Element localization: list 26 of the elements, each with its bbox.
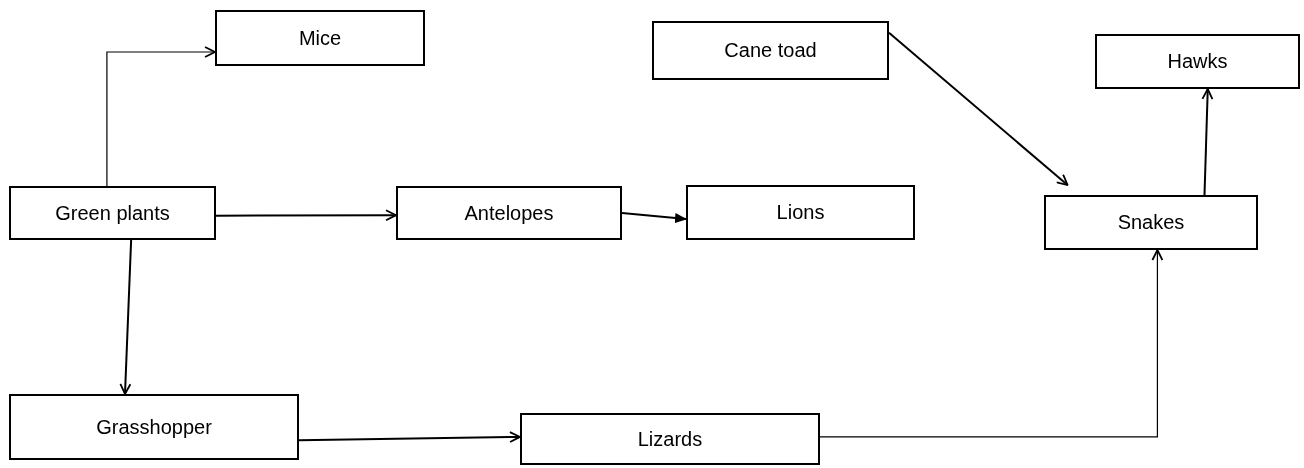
arrow bbox=[888, 31, 1069, 186]
process-box bbox=[686, 185, 915, 240]
node-label: Snakes bbox=[1117, 211, 1185, 234]
node-label: Hawks bbox=[1167, 50, 1228, 73]
arrow bbox=[215, 209, 397, 222]
node-label: Cane toad bbox=[724, 39, 817, 62]
node-label: Green plants bbox=[55, 201, 170, 225]
arrow bbox=[819, 249, 1164, 438]
node-label: Mice bbox=[298, 26, 342, 50]
node-label: Lizards bbox=[637, 427, 703, 451]
arrow bbox=[119, 239, 133, 395]
process-box bbox=[520, 413, 820, 465]
process-box bbox=[1095, 34, 1300, 89]
process-box bbox=[9, 186, 216, 240]
node-label: Antelopes bbox=[464, 201, 554, 225]
process-box bbox=[396, 186, 622, 240]
node-label: Grasshopper bbox=[96, 415, 212, 439]
process-box bbox=[215, 10, 425, 66]
process-box bbox=[9, 394, 299, 460]
arrow bbox=[621, 212, 687, 224]
arrow bbox=[1201, 88, 1214, 196]
arrow bbox=[106, 46, 216, 187]
node-label: Lions bbox=[776, 201, 825, 224]
process-box bbox=[1044, 195, 1258, 250]
arrow bbox=[298, 431, 521, 443]
process-box bbox=[652, 21, 889, 80]
